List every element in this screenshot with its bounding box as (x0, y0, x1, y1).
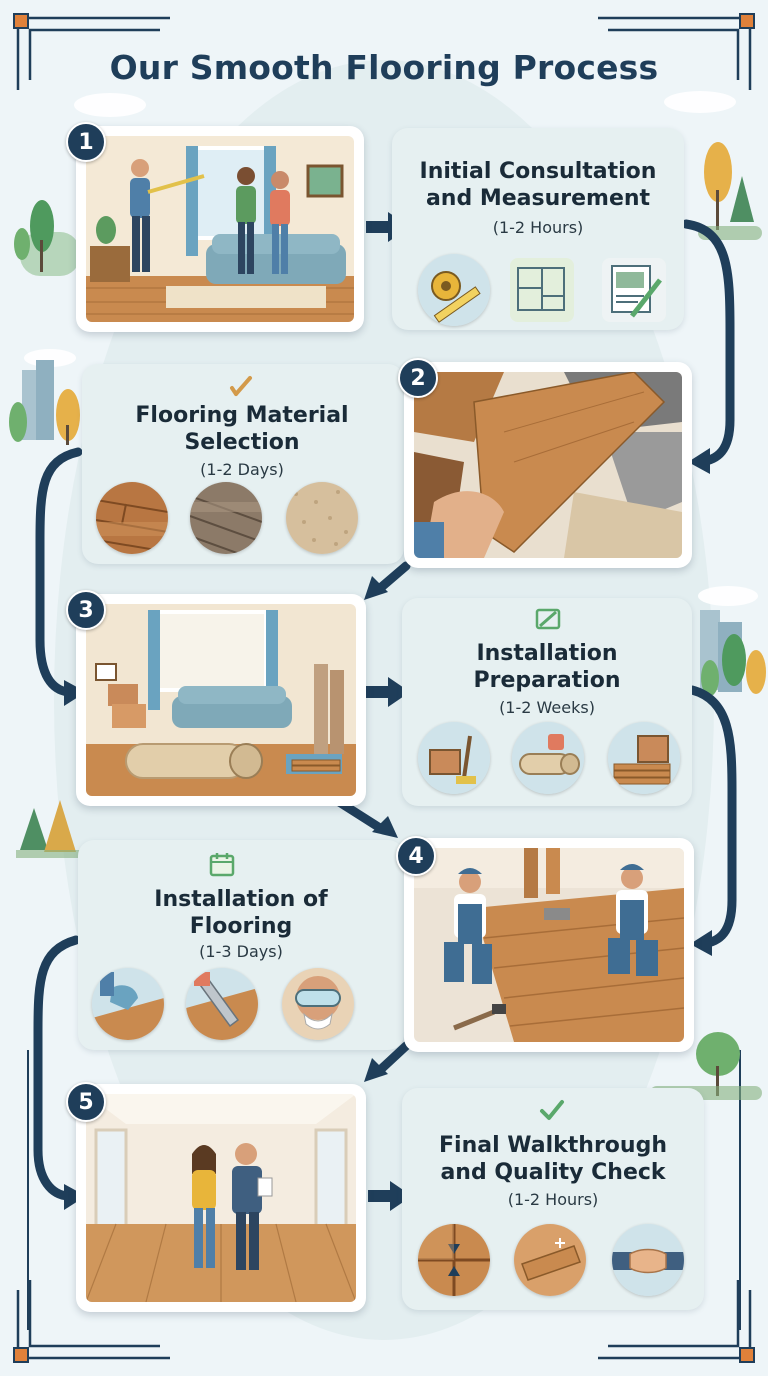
handshake-icon (612, 1224, 684, 1296)
step-2-title-line2: Selection (184, 430, 300, 455)
carpet-sample-icon (286, 482, 358, 554)
page-title: Our Smooth Flooring Process (109, 48, 659, 87)
tree-cluster-icon (14, 200, 80, 276)
consultation-scene (86, 136, 354, 322)
preparation-scene (86, 604, 356, 796)
step-3-number-badge: 3 (66, 590, 106, 630)
wrench-calendar-icon (534, 604, 562, 632)
step-5-number-badge: 5 (66, 1082, 106, 1122)
step-1-number-badge: 1 (66, 122, 106, 162)
corner-square (13, 1347, 29, 1363)
step-2-duration: (1-2 Days) (200, 460, 284, 479)
tree-cluster-icon (16, 800, 86, 858)
step-3-title-line1: Installation (476, 641, 618, 666)
laminate-sample-icon (190, 482, 262, 554)
step-3-duration: (1-2 Weeks) (499, 698, 595, 717)
checkmark-icon (538, 1096, 566, 1124)
material-samples-scene (414, 372, 682, 558)
underlayment-roll-icon (512, 722, 584, 794)
step-3-title: Installation Preparation (410, 640, 684, 694)
step-4-title-line1: Installation of (154, 887, 328, 912)
walkthrough-scene (86, 1094, 356, 1302)
corner-square (739, 13, 755, 29)
tree-cluster-icon (698, 142, 762, 240)
step-2-illustration (404, 362, 692, 568)
finish-shine-icon (514, 1224, 586, 1296)
step-4-title-line2: Flooring (189, 914, 293, 939)
tape-measure-icon (418, 254, 490, 326)
material-boxes-icon (608, 722, 680, 794)
tree-cluster-icon (700, 610, 766, 696)
saw-cutting-icon (186, 968, 258, 1040)
step-1-title-line2: and Measurement (425, 186, 651, 211)
hardwood-sample-icon (96, 482, 168, 554)
step-1-illustration (76, 126, 364, 332)
safety-gear-icon (282, 968, 354, 1040)
step-5-title-line1: Final Walkthrough (439, 1133, 667, 1158)
cleanup-tools-icon (418, 722, 490, 794)
step-2-title-line1: Flooring Material (135, 403, 349, 428)
step-5-title: Final Walkthrough and Quality Check (410, 1132, 696, 1186)
step-4-number-badge: 4 (396, 836, 436, 876)
step-3-title-line2: Preparation (473, 668, 621, 693)
corner-square (13, 13, 29, 29)
step-1-title-line1: Initial Consultation (419, 159, 657, 184)
floor-plan-icon (510, 258, 574, 322)
step-3-illustration (76, 594, 366, 806)
step-1-title: Initial Consultation and Measurement (400, 158, 676, 212)
pencil-check-icon (228, 372, 256, 400)
step-2-number-badge: 2 (398, 358, 438, 398)
tree-cluster-icon (9, 360, 80, 445)
step-5-title-line2: and Quality Check (440, 1160, 666, 1185)
sketch-notes-icon (602, 258, 666, 322)
step-4-illustration (404, 838, 694, 1052)
seam-check-icon (418, 1224, 490, 1296)
step-5-illustration (76, 1084, 366, 1312)
calendar-icon (208, 850, 236, 878)
hand-placing-plank-icon (92, 968, 164, 1040)
installation-scene (414, 848, 684, 1042)
step-1-duration: (1-2 Hours) (492, 218, 584, 237)
step-4-duration: (1-3 Days) (199, 942, 283, 961)
step-5-duration: (1-2 Hours) (507, 1190, 599, 1209)
step-2-title: Flooring Material Selection (92, 402, 392, 456)
corner-square (739, 1347, 755, 1363)
step-4-title: Installation of Flooring (88, 886, 394, 940)
